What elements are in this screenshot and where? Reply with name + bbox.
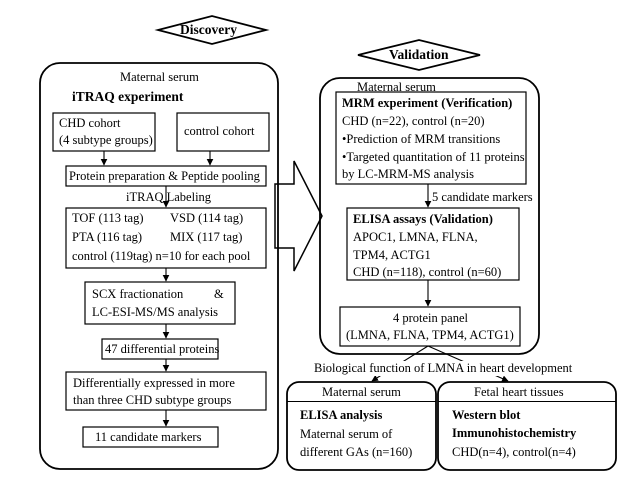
diff-expressed-line-2: than three CHD subtype groups: [73, 393, 232, 407]
mrm-line-2: •Prediction of MRM transitions: [342, 132, 501, 146]
fetal-panel-header: Fetal heart tissues: [474, 385, 564, 399]
elisa-box: [346, 207, 520, 281]
discovery-maternal-serum: Maternal serum: [120, 70, 199, 84]
protein-prep-label: Protein preparation & Peptide pooling: [69, 169, 260, 183]
elisa-line-2: TPM4, ACTG1: [353, 248, 431, 262]
panel-line-2: (LMNA, FLNA, TPM4, ACTG1): [346, 328, 514, 342]
fetal-line: CHD(n=4), control(n=4): [452, 445, 576, 459]
diff-expressed-line-1: Differentially expressed in more: [73, 376, 235, 390]
scx-box: [84, 281, 236, 325]
tag-tof: TOF (113 tag): [72, 211, 144, 225]
candidates-box: [82, 426, 219, 448]
elisa-title: ELISA assays (Validation): [353, 212, 493, 226]
tag-mix: MIX (117 tag): [170, 230, 243, 244]
control-cohort-label: control cohort: [184, 124, 255, 138]
validation-panel: [319, 77, 540, 355]
fetal-panel: [437, 381, 617, 471]
mrm-line-3: •Targeted quantitation of 11 proteins: [342, 150, 525, 164]
maternal-line-1: Maternal serum of: [300, 427, 393, 441]
fetal-title-2: Immunohistochemistry: [452, 426, 577, 440]
differential-label: 47 differential proteins: [105, 342, 220, 356]
control-cohort-box: [176, 112, 270, 152]
biological-function-label: Biological function of LMNA in heart dev…: [312, 361, 575, 376]
discovery-diamond: [154, 15, 270, 45]
validation-label: Validation: [389, 47, 449, 62]
chd-cohort-line-2: (4 subtype groups): [59, 133, 153, 147]
scx-line-2: LC-ESI-MS/MS analysis: [92, 305, 219, 319]
panel-box: [339, 306, 521, 347]
panel-line-1: 4 protein panel: [393, 311, 468, 325]
scx-line-1: SCX fractionation: [92, 287, 184, 301]
scx-ampersand: &: [214, 287, 224, 301]
tag-pta: PTA (116 tag): [72, 230, 143, 244]
maternal-elisa-title: ELISA analysis: [300, 408, 383, 422]
five-markers-label: 5 candidate markers: [432, 190, 533, 204]
chd-cohort-line-1: CHD cohort: [59, 116, 121, 130]
mrm-line-1: CHD (n=22), control (n=20): [342, 114, 485, 128]
discovery-label: Discovery: [180, 22, 237, 37]
mrm-title: MRM experiment (Verification): [342, 96, 513, 110]
tag-control: control (119tag) n=10 for each pool: [72, 249, 251, 263]
differential-box: [101, 338, 219, 360]
maternal-line-2: different GAs (n=160): [300, 445, 413, 459]
fetal-header-divider: [438, 401, 616, 402]
maternal-header-divider: [287, 401, 436, 402]
elisa-line-3: CHD (n=118), control (n=60): [353, 265, 502, 279]
elisa-line-1: APOC1, LMNA, FLNA,: [353, 230, 478, 244]
tag-vsd: VSD (114 tag): [170, 211, 244, 225]
itraq-labeling-label: iTRAQ Labeling: [126, 190, 212, 204]
validation-maternal-serum: Maternal serum: [357, 80, 436, 94]
fetal-title-1: Western blot: [452, 408, 521, 422]
maternal-panel-header: Maternal serum: [322, 385, 401, 399]
itraq-title: iTRAQ experiment: [72, 89, 184, 104]
mrm-box: [335, 91, 527, 185]
discovery-panel: [39, 62, 279, 470]
candidates-label: 11 candidate markers: [95, 430, 202, 444]
mrm-line-4: by LC-MRM-MS analysis: [342, 167, 474, 181]
maternal-panel: [286, 381, 437, 471]
big-arrow: [274, 160, 323, 272]
validation-diamond: [357, 39, 481, 71]
